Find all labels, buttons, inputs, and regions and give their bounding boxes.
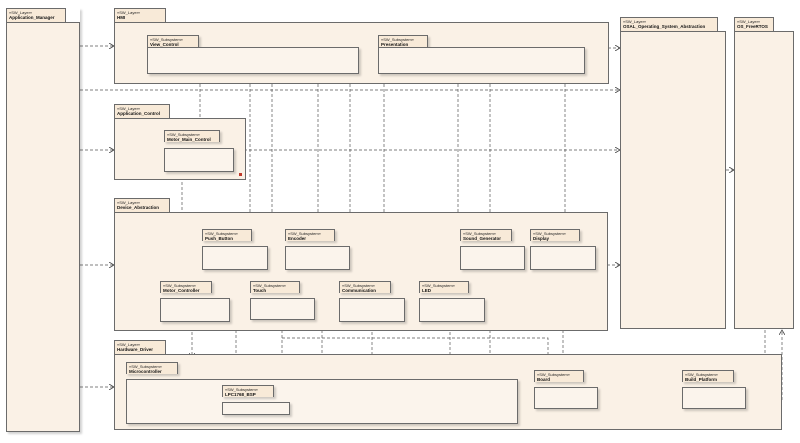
subsystem-communication: «SW_Subsystem» Communication — [339, 281, 405, 322]
subsystem-touch: «SW_Subsystem» Touch — [250, 281, 315, 320]
subsystem-microcontroller: «SW_Subsystem» Microcontroller — [126, 362, 518, 424]
red-marker-icon — [239, 173, 242, 176]
subsystem-led: «SW_Subsystem» LED — [419, 281, 485, 322]
subsystem-name: Push_Button — [205, 236, 233, 241]
subsystem-stereotype: «SW_Subsystem» — [685, 372, 718, 377]
subsystem-stereotype: «SW_Subsystem» — [167, 132, 200, 137]
subsystem-name: LED — [422, 288, 431, 293]
layer-osal: «SW_Layer» OSAL_Operating_System_Abstrac… — [620, 17, 726, 329]
layer-name: OSAL_Operating_System_Abstraction — [623, 24, 706, 29]
layer-stereotype: «SW_Layer» — [117, 10, 141, 15]
layer-name: HMI — [117, 15, 126, 20]
subsystem-motor-main-control: «SW_Subsystem» Motor_Main_Control — [164, 130, 234, 172]
layer-stereotype: «SW_Layer» — [737, 19, 761, 24]
subsystem-encoder: «SW_Subsystem» Encoder — [285, 229, 350, 270]
subsystem-stereotype: «SW_Subsystem» — [537, 372, 570, 377]
subsystem-name: Sound_Generator — [463, 236, 502, 241]
subsystem-name: Encoder — [288, 236, 307, 241]
subsystem-stereotype: «SW_Subsystem» — [342, 283, 375, 288]
subsystem-stereotype: «SW_Subsystem» — [163, 283, 196, 288]
layer-stereotype: «SW_Layer» — [623, 19, 647, 24]
subsystem-display: «SW_Subsystem» Display — [530, 229, 596, 270]
subsystem-name: Build_Platform — [685, 377, 718, 382]
layer-name: Application_Control — [117, 111, 160, 116]
subsystem-stereotype: «SW_Subsystem» — [288, 231, 321, 236]
subsystem-name: Touch — [253, 288, 267, 293]
subsystem-push-button: «SW_Subsystem» Push_Button — [202, 229, 268, 270]
subsystem-stereotype: «SW_Subsystem» — [533, 231, 566, 236]
layer-stereotype: «SW_Layer» — [117, 342, 141, 347]
layer-name: OS_FreeRTOS — [737, 24, 768, 29]
layer-name: Application_Manager — [9, 15, 55, 20]
layer-stereotype: «SW_Layer» — [9, 10, 33, 15]
subsystem-name: View_Control — [150, 42, 179, 47]
subsystem-name: Microcontroller — [129, 369, 162, 374]
subsystem-build-platform: «SW_Subsystem» Build_Platform — [682, 370, 746, 409]
layer-os-freertos: «SW_Layer» OS_FreeRTOS — [734, 17, 794, 329]
subsystem-lpc1768-bsp: «SW_Subsystem» LPC1768_BSP — [222, 385, 290, 415]
subsystem-name: Motor_Main_Control — [167, 137, 211, 142]
layer-name: Device_Abstraction — [117, 205, 160, 210]
subsystem-stereotype: «SW_Subsystem» — [129, 364, 162, 369]
subsystem-stereotype: «SW_Subsystem» — [225, 387, 258, 392]
subsystem-name: Motor_Controller — [163, 288, 200, 293]
subsystem-name: Presentation — [381, 42, 409, 47]
layer-stereotype: «SW_Layer» — [117, 106, 141, 111]
subsystem-name: Display — [533, 236, 550, 241]
subsystem-stereotype: «SW_Subsystem» — [422, 283, 455, 288]
subsystem-board: «SW_Subsystem» Board — [534, 370, 598, 409]
subsystem-presentation: «SW_Subsystem» Presentation — [378, 35, 585, 74]
subsystem-name: Communication — [342, 288, 377, 293]
subsystem-view-control: «SW_Subsystem» View_Control — [147, 35, 359, 74]
subsystem-stereotype: «SW_Subsystem» — [150, 37, 183, 42]
subsystem-name: Board — [537, 377, 551, 382]
layer-stereotype: «SW_Layer» — [117, 200, 141, 205]
layer-application-manager: «SW_Layer» Application_Manager — [6, 8, 80, 432]
subsystem-motor-controller: «SW_Subsystem» Motor_Controller — [160, 281, 230, 322]
subsystem-stereotype: «SW_Subsystem» — [205, 231, 238, 236]
subsystem-sound-generator: «SW_Subsystem» Sound_Generator — [460, 229, 525, 270]
subsystem-name: LPC1768_BSP — [225, 392, 256, 397]
subsystem-stereotype: «SW_Subsystem» — [381, 37, 414, 42]
subsystem-stereotype: «SW_Subsystem» — [253, 283, 286, 288]
layer-name: Hardware_Driver — [117, 347, 154, 352]
subsystem-stereotype: «SW_Subsystem» — [463, 231, 496, 236]
